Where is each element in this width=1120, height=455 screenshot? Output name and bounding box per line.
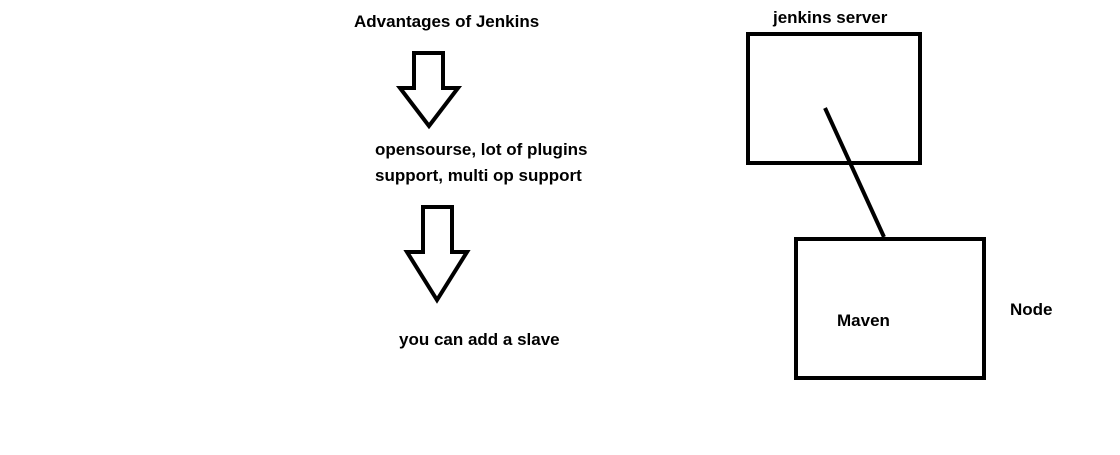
jenkins-server-label: jenkins server — [773, 8, 888, 27]
features-text-line-1: opensourse, lot of plugins — [375, 140, 588, 159]
jenkins-server-box — [746, 32, 922, 165]
maven-node-box — [794, 237, 986, 380]
add-slave-text: you can add a slave — [399, 330, 560, 349]
down-arrow-1-icon — [395, 51, 463, 130]
server-node-connector — [823, 107, 886, 238]
down-arrow-2-icon — [403, 205, 471, 304]
features-text-line-2: support, multi op support — [375, 166, 582, 185]
advantages-title: Advantages of Jenkins — [354, 12, 540, 31]
maven-label: Maven — [837, 311, 890, 330]
node-label: Node — [1010, 300, 1053, 319]
